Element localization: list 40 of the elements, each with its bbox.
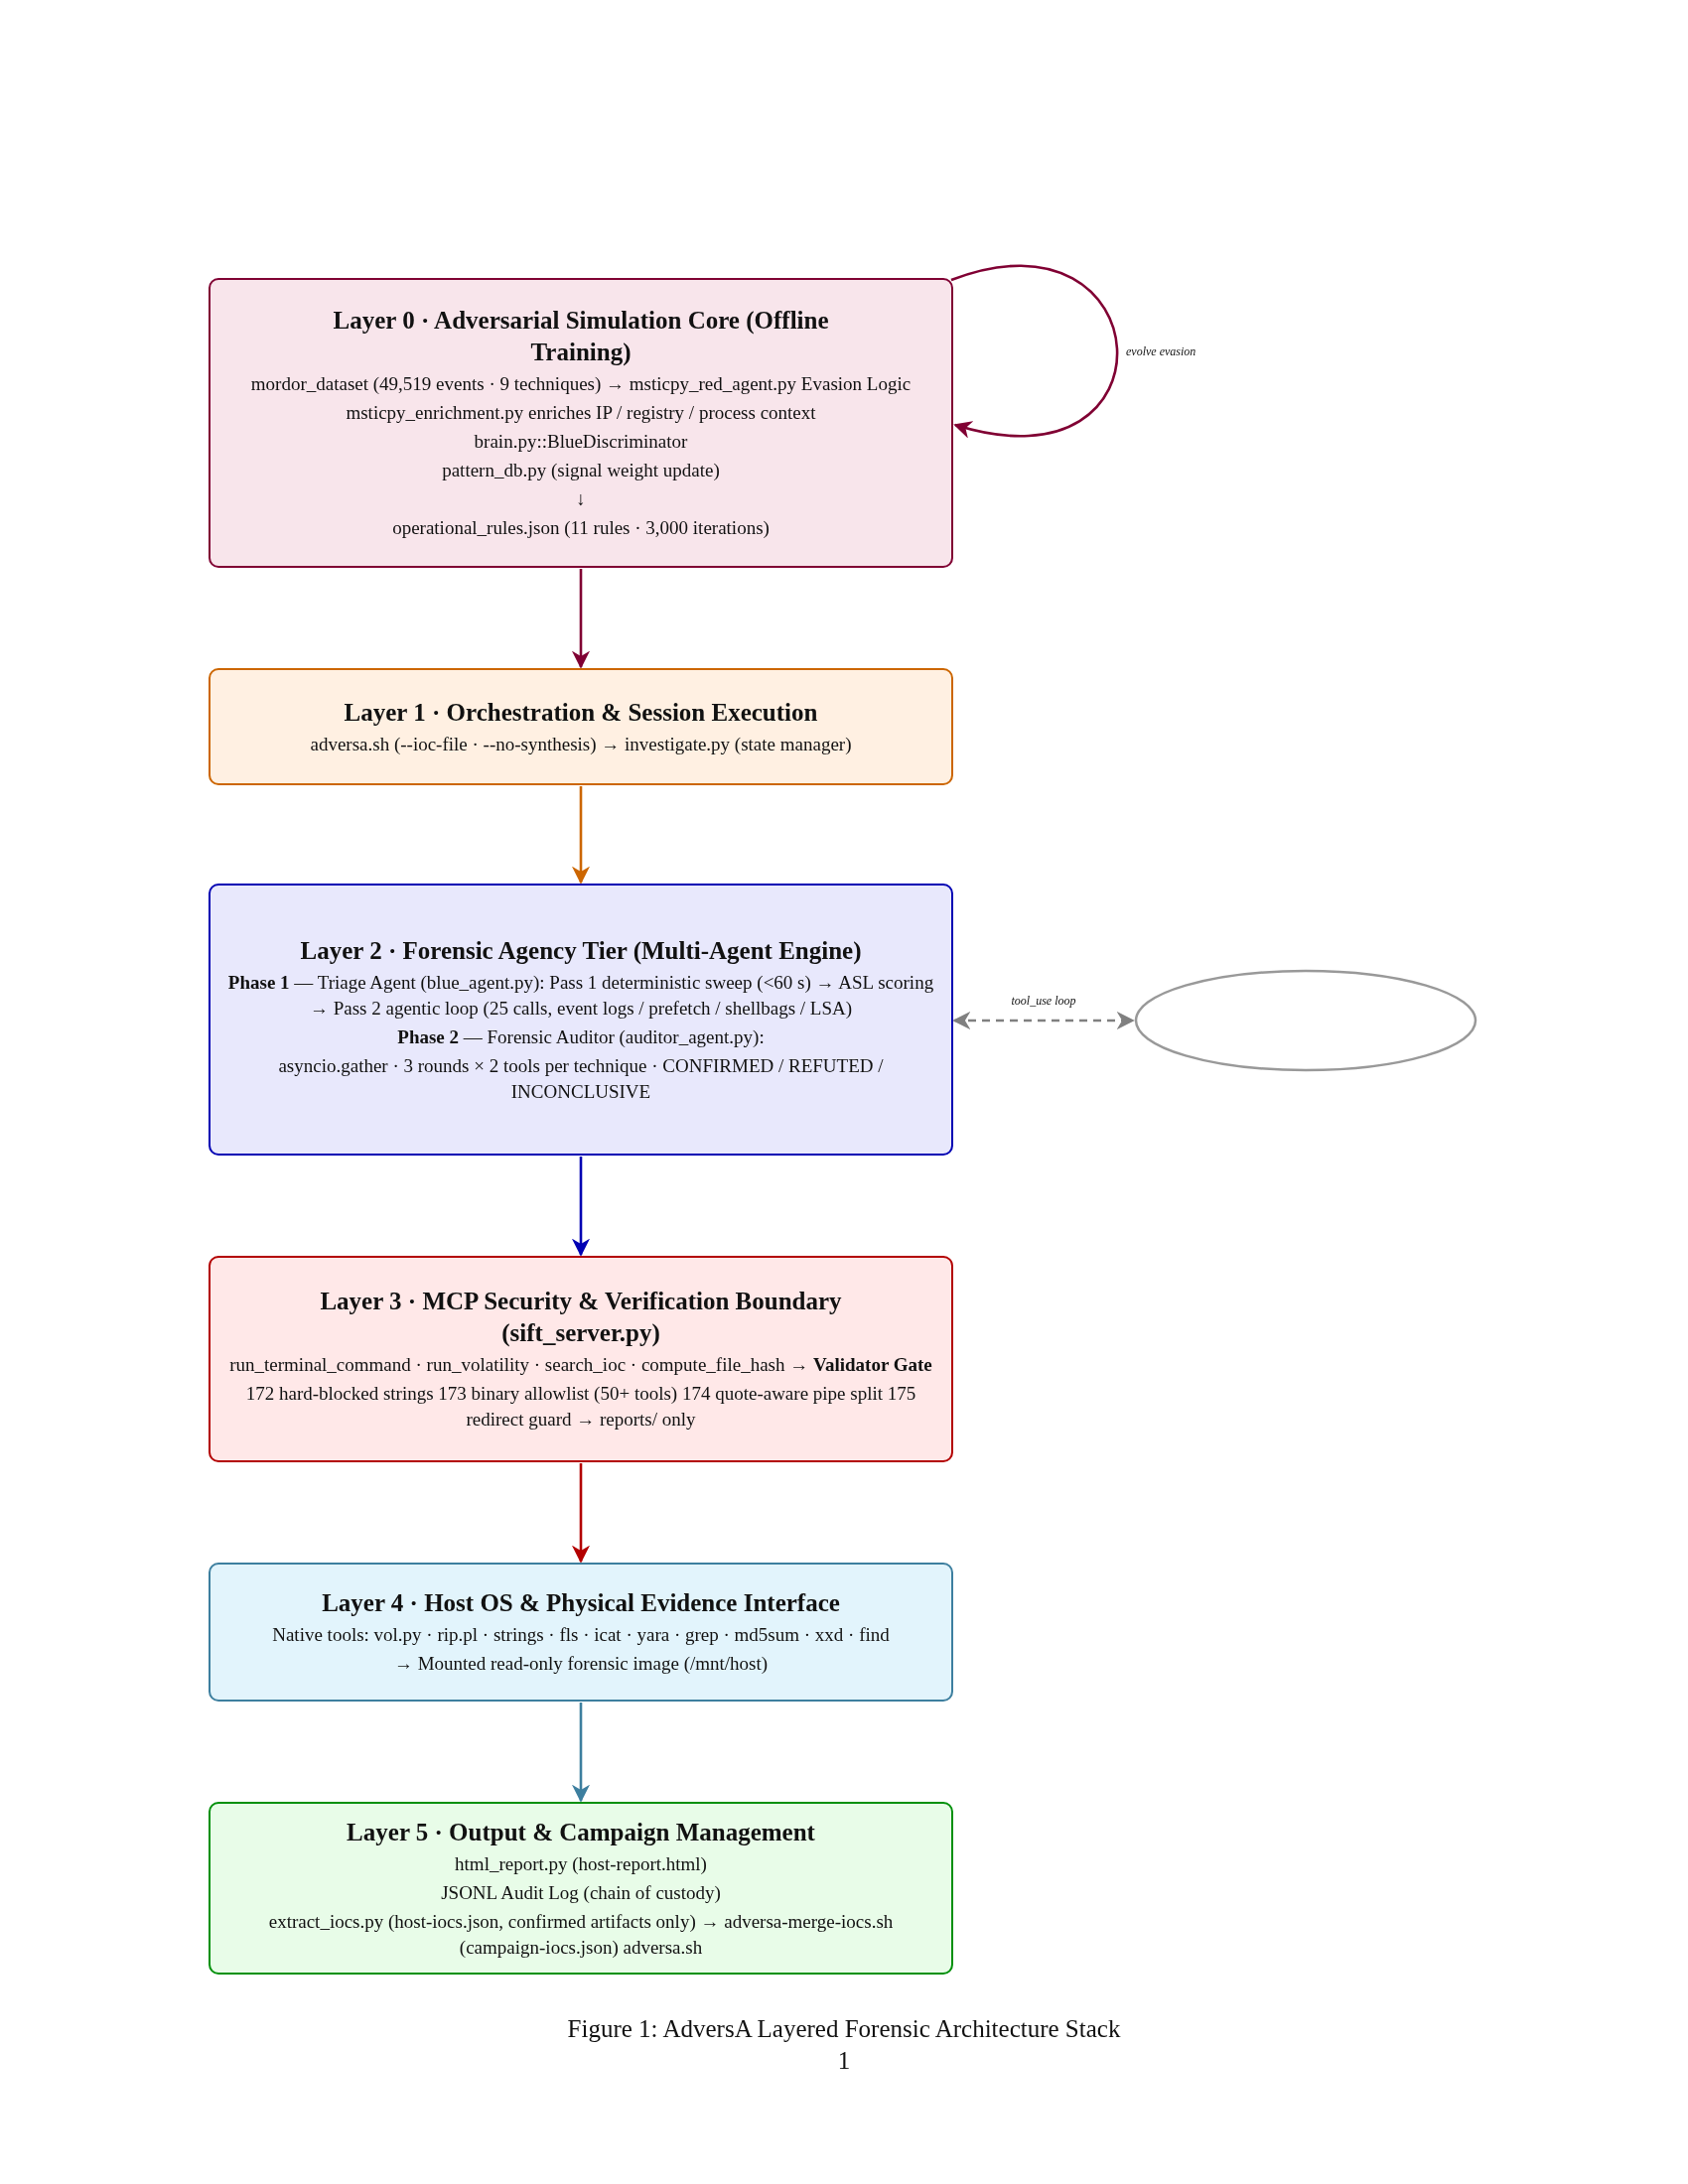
edge-label: tool_use loop bbox=[1009, 993, 1078, 1009]
arrow bbox=[571, 1703, 591, 1803]
layer-text: 172 hard-blocked strings 173 binary allowlist (50+ tools) 174 quote-aware pipe split 175 redirect guard → reports/ only bbox=[244, 1382, 917, 1432]
layer-text: run_terminal_command · run_volatility · search_ioc · compute_file_hash → Validator Gate bbox=[229, 1353, 932, 1377]
layer-text: JSONL Audit Log (chain of custody) bbox=[441, 1880, 721, 1905]
arrow bbox=[571, 786, 591, 885]
layer-box bbox=[209, 278, 953, 568]
layer-text: html_report.py (host-report.html) bbox=[455, 1851, 707, 1876]
layer-heading: Layer 4 · Host OS & Physical Evidence Interface bbox=[321, 1588, 841, 1618]
ellipse-node bbox=[1134, 969, 1477, 1072]
arrow bbox=[571, 569, 591, 669]
layer-heading: Layer 1 · Orchestration & Session Execution bbox=[343, 697, 819, 728]
arrow bbox=[952, 1011, 1135, 1030]
arrow bbox=[950, 265, 1118, 438]
layer-text: brain.py::BlueDiscriminator bbox=[474, 430, 688, 454]
layer-heading: Layer 5 · Output & Campaign Management bbox=[346, 1817, 816, 1847]
figure-caption: Figure 1: AdversA Layered Forensic Architecture Stack bbox=[566, 2015, 1122, 2043]
layer-heading: Layer 2 · Forensic Agency Tier (Multi-Agent Engine) bbox=[299, 935, 863, 967]
layer-box bbox=[209, 1802, 953, 1975]
layer-heading: Layer 0 · Adversarial Simulation Core (Offline Training) bbox=[332, 306, 830, 368]
layer-box bbox=[209, 668, 953, 785]
page-number: 1 bbox=[836, 2047, 852, 2075]
layer-text: pattern_db.py (signal weight update) bbox=[442, 459, 720, 482]
layer-heading: Layer 3 · MCP Security & Verification Boundary (sift_server.py) bbox=[319, 1287, 843, 1349]
layer-text: Native tools: vol.py · rip.pl · strings · fls · icat · yara · grep · md5sum · xxd · find bbox=[272, 1623, 890, 1647]
layer-text: → Mounted read-only forensic image (/mnt/host) bbox=[393, 1652, 769, 1676]
layer-text: ↓ bbox=[576, 487, 586, 511]
layer-text: adversa.sh (--ioc-file · --no-synthesis) → investigate.py (state manager) bbox=[310, 732, 852, 756]
layer-text: operational_rules.json (11 rules · 3,000 iterations) bbox=[392, 516, 770, 540]
layer-text: mordor_dataset (49,519 events · 9 techniques) → msticpy_red_agent.py Evasion Logic bbox=[250, 372, 912, 396]
layer-text: extract_iocs.py (host-iocs.json, confirmed artifacts only) → adversa-merge-iocs.sh (campaign-iocs.json) adversa.sh bbox=[267, 1909, 895, 1960]
layer-text: Phase 2 — Forensic Auditor (auditor_agent.py): bbox=[397, 1024, 765, 1049]
layer-text: asyncio.gather · 3 rounds × 2 tools per technique · CONFIRMED / REFUTED / INCONCLUSIVE bbox=[277, 1053, 885, 1104]
layer-text: msticpy_enrichment.py enriches IP / registry / process context bbox=[346, 401, 816, 425]
arrow bbox=[571, 1463, 591, 1564]
layer-box bbox=[209, 1563, 953, 1702]
layer-box bbox=[209, 884, 953, 1156]
layer-text: Phase 1 — Triage Agent (blue_agent.py): Pass 1 deterministic sweep (<60 s) → ASL scoring → Pass 2 agentic loop (25 calls, event logs / prefetch / shellbags / LSA) bbox=[226, 970, 935, 1021]
layer-box bbox=[209, 1256, 953, 1462]
arrow bbox=[571, 1157, 591, 1257]
